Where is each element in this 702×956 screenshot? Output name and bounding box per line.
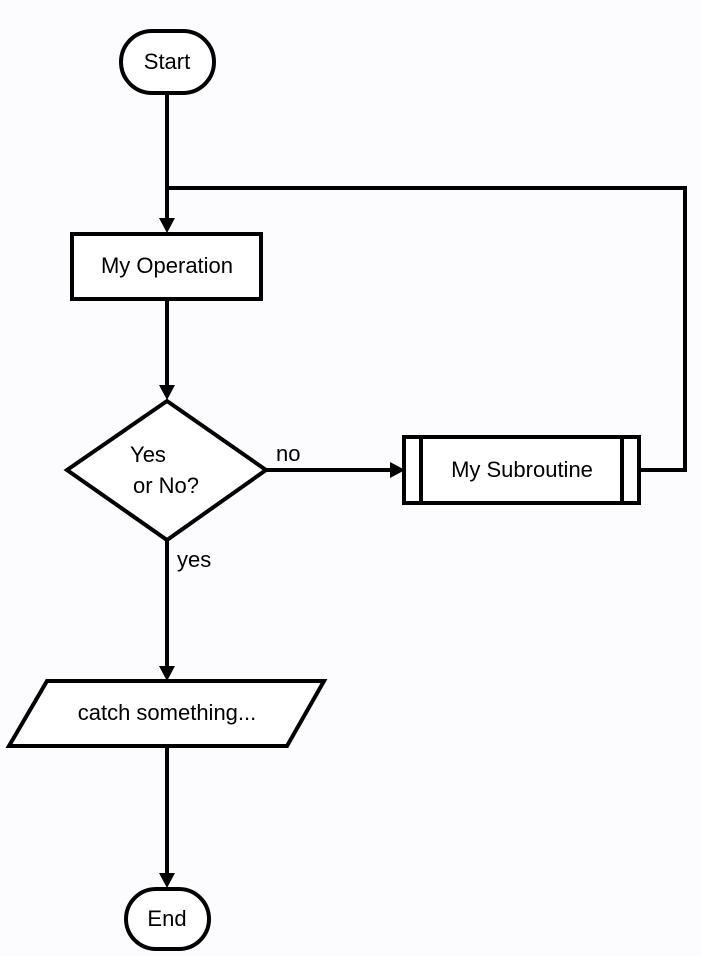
connectors [159,93,687,888]
arrowhead-end [159,873,175,888]
end-terminator-shape [124,887,211,951]
end-label: End [147,906,186,931]
operation-process-shape [70,232,263,301]
arrowhead-subroutine [390,462,405,478]
subroutine-label: My Subroutine [451,457,593,482]
start-terminator-shape [119,29,216,95]
decision-diamond-shape [63,398,270,543]
subroutine-node: My Subroutine [402,435,641,505]
io-node: catch something... [5,679,328,748]
arrowhead-decision [159,385,175,400]
io-parallelogram-shape [5,679,328,748]
decision-node: Yes or No? [63,398,270,543]
operation-node: My Operation [70,232,263,301]
subroutine-process-shape [402,435,641,505]
arrowhead-operation [159,218,175,233]
edge-subroutine-loop-back [167,186,687,472]
end-node: End [124,887,211,951]
no-edge-label: no [276,441,300,466]
arrowhead-io [159,666,175,681]
start-node: Start [119,29,216,95]
io-label: catch something... [78,700,257,725]
decision-label-line1: Yes [130,442,166,467]
decision-label-line2: or No? [133,473,199,498]
yes-edge-label: yes [177,547,211,572]
start-label: Start [144,49,190,74]
operation-label: My Operation [101,253,233,278]
